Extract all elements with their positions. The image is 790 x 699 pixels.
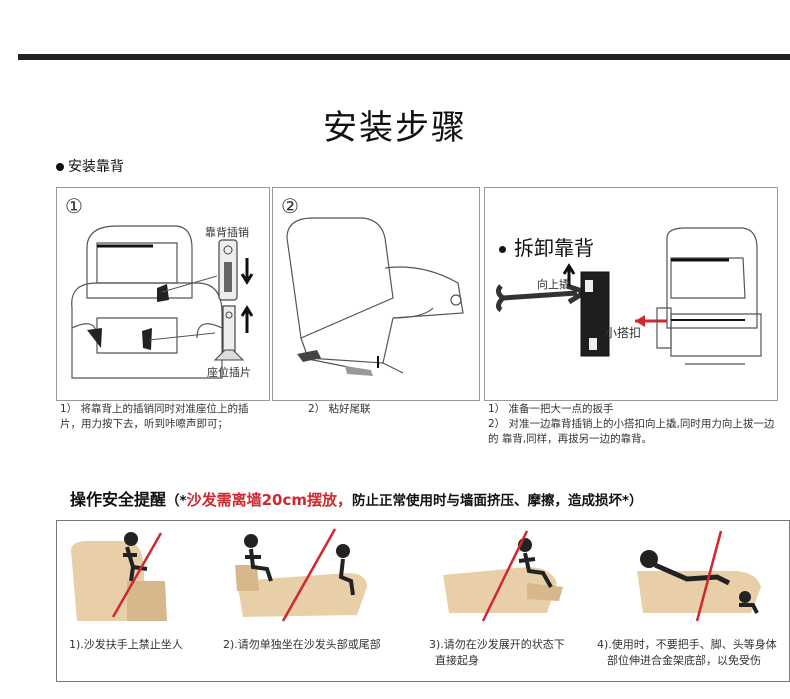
safety-reminder: 操作安全提醒（*沙发需离墙20cm摆放，防止正常使用时与墙面挤压、摩擦，造成损坏… xyxy=(70,486,643,510)
step-1-description: 1） 将靠背上的插销同时对准座位上的插 片，用力按下去，听到咔嚓声即可； xyxy=(60,402,268,432)
heading-remove-backrest: 拆卸靠背 xyxy=(499,232,594,261)
warning-4-line: 部位伸进合金架底部，以免受伤 xyxy=(607,654,761,667)
step-3-description: 1） 准备一把大一点的扳手 2） 对准一边靠背插销上的小搭扣向上撬,同时用力向上… xyxy=(488,402,778,447)
safety-open-paren: （* xyxy=(166,493,187,509)
sofa-backrest-illustration xyxy=(71,225,254,379)
bullet-icon xyxy=(56,163,64,171)
section-install-label: 安装靠背 xyxy=(68,159,124,175)
warning-3: 3).请勿在沙发展开的状态下 直接起身 xyxy=(429,637,565,669)
bullet-icon xyxy=(499,246,506,253)
sofa-back-view-illustration xyxy=(286,217,464,376)
warning-unfolded-illustration xyxy=(443,530,563,622)
top-divider-bar xyxy=(18,54,790,60)
warning-head-tail-illustration xyxy=(235,528,367,622)
step-number-1: ① xyxy=(65,194,83,218)
step-3-desc-line: 1） 准备一把大一点的扳手 xyxy=(488,403,614,415)
safety-warnings-box: 1).沙发扶手上禁止坐人 2).请勿单独坐在沙发头部或尾部 3).请勿在沙发展开… xyxy=(56,520,790,682)
step-2-desc-line: 2） 粘好尾联 xyxy=(308,403,371,415)
label-pry-up: 向上撬 xyxy=(537,278,570,291)
warning-2: 2).请勿单独坐在沙发头部或尾部 xyxy=(223,637,381,653)
step-2-description: 2） 粘好尾联 xyxy=(308,402,468,417)
safety-note: 防止正常使用时与墙面挤压、摩擦，造成损坏*） xyxy=(351,493,643,509)
label-backrest-pin: 靠背插销 xyxy=(205,226,249,239)
safety-wall-distance: 沙发需离墙20cm摆放， xyxy=(186,491,352,509)
section-install-backrest: 安装靠背 xyxy=(56,156,124,176)
step-3-desc-line: 的 靠背,同样，再拔另一边的靠背。 xyxy=(488,433,653,445)
safety-illustrations xyxy=(71,528,761,622)
step-1-desc-line: 1） 将靠背上的插销同时对准座位上的插 xyxy=(60,403,249,415)
label-small-clip: 小搭扣 xyxy=(605,326,642,340)
step-panel-2: ② xyxy=(272,187,480,401)
step-3-desc-line: 2） 对准一边靠背插销上的小搭扣向上撬,同时用力向上拔一边 xyxy=(488,418,775,430)
heading-remove-label: 拆卸靠背 xyxy=(514,236,594,260)
warning-3-line: 直接起身 xyxy=(435,654,479,667)
remove-backrest-illustration xyxy=(495,227,762,365)
safety-heading: 操作安全提醒 xyxy=(70,490,167,509)
warning-4: 4).使用时，不要把手、脚、头等身体 部位伸进合金架底部，以免受伤 xyxy=(597,637,777,669)
warning-4-line: 4).使用时，不要把手、脚、头等身体 xyxy=(597,638,777,651)
step-number-2: ② xyxy=(281,194,299,218)
warning-armrest-illustration xyxy=(71,532,167,621)
warning-1-line: 1).沙发扶手上禁止坐人 xyxy=(69,638,183,651)
warning-1: 1).沙发扶手上禁止坐人 xyxy=(69,637,183,653)
warning-2-line: 2).请勿单独坐在沙发头部或尾部 xyxy=(223,638,381,651)
step-panel-3: 拆卸靠背 向上撬 小搭扣 xyxy=(484,187,778,401)
page-title: 安装步骤 xyxy=(323,108,467,148)
label-seat-insert: 座位插片 xyxy=(207,366,251,379)
step-1-desc-line: 片，用力按下去，听到咔嚓声即可； xyxy=(60,418,228,430)
step-panel-1: ① 靠背插销 座位插片 xyxy=(56,187,270,401)
warning-3-line: 3).请勿在沙发展开的状态下 xyxy=(429,638,565,651)
warning-mechanism-illustration xyxy=(637,530,761,622)
